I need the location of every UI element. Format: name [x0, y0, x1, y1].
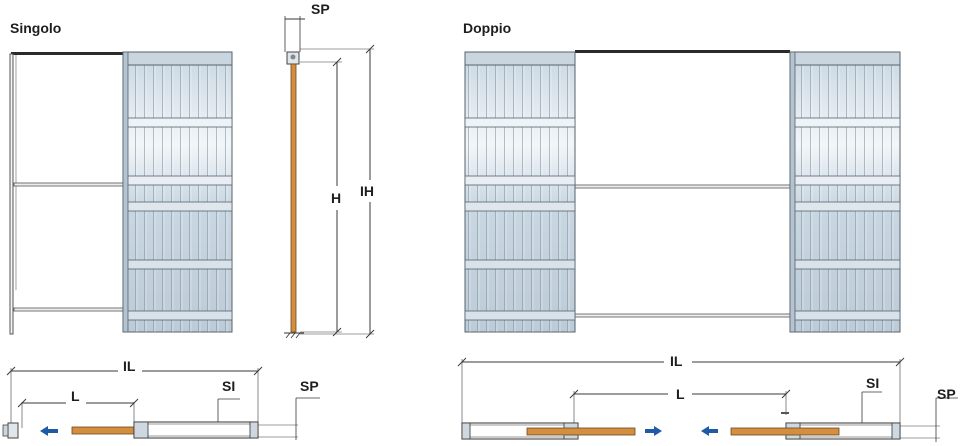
cross-rail [13, 182, 124, 187]
double-plan-view: IL L SI SP [457, 353, 958, 442]
door-slab-section [290, 63, 297, 333]
cross-rail [574, 184, 791, 189]
dim-si-label: SI [222, 378, 235, 394]
dim-l-label: L [676, 386, 685, 402]
pocket-frame [122, 51, 233, 333]
top-rail [575, 50, 790, 53]
top-rail [11, 52, 123, 55]
arrow-icon [40, 426, 58, 436]
door-slab-plan-left [526, 427, 636, 436]
cross-rail [13, 307, 124, 312]
dim-sp-right-label: SP [300, 378, 319, 394]
dim-il-label: IL [670, 353, 683, 369]
plan-jamb [7, 422, 19, 439]
double-front-view: Doppio [463, 20, 901, 333]
single-front-view: Singolo [9, 20, 233, 335]
pocket-frame-right [789, 51, 901, 333]
dim-h-label: H [331, 190, 341, 206]
door-slab-plan-right [730, 427, 840, 436]
pocket-frame-left [464, 51, 576, 333]
section-view: SP H IH [284, 1, 375, 339]
single-plan-view: IL L SI SP [2, 358, 320, 440]
arrow-icon [645, 426, 662, 436]
title-single: Singolo [10, 20, 61, 36]
cross-rail [574, 313, 791, 318]
arrow-icon [701, 426, 718, 436]
dim-si-label: SI [866, 375, 879, 391]
title-double: Doppio [463, 20, 511, 36]
dim-sp-label: SP [311, 1, 330, 17]
left-jamb [9, 53, 14, 335]
pocket-housing-plan [133, 421, 259, 439]
dim-il-label: IL [123, 358, 136, 374]
dim-ih-label: IH [360, 183, 374, 199]
dim-l-label: L [71, 388, 80, 404]
dim-sp-right-label: SP [937, 386, 956, 402]
